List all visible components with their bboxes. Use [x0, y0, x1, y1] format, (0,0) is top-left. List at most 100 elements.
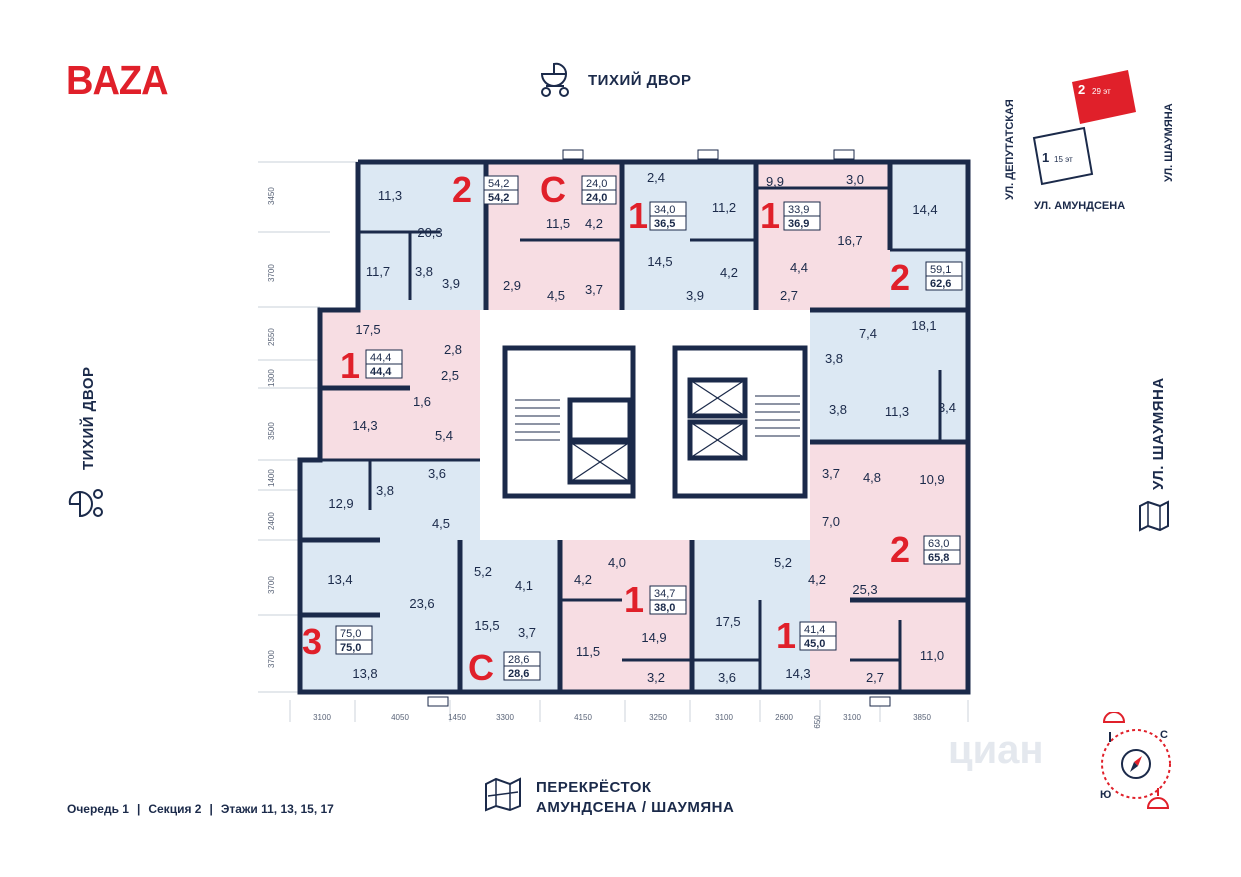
apartment-total-area: 36,9 [788, 218, 809, 230]
stroller-icon [68, 484, 104, 520]
map-icon [1138, 500, 1170, 532]
apartment-badges: 2 54,2 54,2 С 24,0 24,0 1 34,0 36,5 1 33… [302, 169, 963, 688]
dim-left: 1400 [267, 469, 276, 487]
dim-left: 3500 [267, 422, 276, 440]
room-area: 2,7 [866, 670, 884, 685]
room-area: 4,0 [608, 555, 626, 570]
lift-crosses [569, 379, 746, 483]
street-bottom-line2: АМУНДСЕНА / ШАУМЯНА [536, 799, 735, 816]
apartment-total-area: 45,0 [804, 638, 825, 650]
room-area: 15,5 [474, 618, 499, 633]
dim-left: 3700 [267, 650, 276, 668]
room-area: 4,5 [547, 288, 565, 303]
room-area: 18,1 [911, 318, 936, 333]
apartment-living-area: 63,0 [928, 538, 949, 550]
apartment-total-area: 38,0 [654, 602, 675, 614]
footer-section: Секция 2 [148, 802, 202, 816]
dimension-guides [258, 161, 969, 722]
apartment-rooms: 2 [890, 529, 910, 570]
apartment-total-area: 54,2 [488, 192, 509, 204]
stair-core [480, 310, 810, 540]
apartment-rooms: 1 [628, 195, 648, 236]
room-area: 3,0 [846, 172, 864, 187]
apartment-rooms: 2 [452, 169, 472, 210]
room-area: 3,4 [938, 400, 956, 415]
minimap-sec1-num: 1 [1042, 150, 1049, 165]
apartment-living-area: 59,1 [930, 264, 951, 276]
brand-logo: BAZA [66, 58, 169, 104]
apartment-rooms: 1 [760, 195, 780, 236]
room-area: 11,0 [920, 648, 944, 663]
room-area: 3,8 [415, 264, 433, 279]
minimap-street-amundsena: УЛ. АМУНДСЕНА [1034, 200, 1125, 212]
room-area: 14,9 [641, 630, 666, 645]
room-area: 12,9 [328, 496, 353, 511]
room-area: 11,2 [712, 200, 736, 215]
minimap-sec2-num: 2 [1078, 82, 1085, 97]
dim-left: 3450 [267, 187, 276, 205]
stairs [515, 395, 800, 441]
room-area: 2,7 [780, 288, 798, 303]
apartment-rooms: 2 [890, 257, 910, 298]
compass: С Ю [1090, 711, 1190, 822]
room-area: 25,3 [852, 582, 877, 597]
apartment-rooms: С [540, 169, 566, 210]
apartment-total-area: 75,0 [340, 642, 361, 654]
dimensions-bottom: 3100 4050 1450 3300 4150 3250 3100 2600 … [313, 713, 931, 729]
room-area: 3,2 [647, 670, 665, 685]
dim-left: 2550 [267, 328, 276, 346]
room-area: 23,6 [409, 596, 434, 611]
room-area: 9,9 [766, 174, 784, 189]
room-area: 3,8 [825, 351, 843, 366]
apartment-rooms: С [468, 647, 494, 688]
room-area: 7,0 [822, 514, 840, 529]
apartment-total-area: 65,8 [928, 552, 949, 564]
section-2-block [1072, 70, 1136, 124]
room-area: 4,8 [863, 470, 881, 485]
minimap-sec2-floors: 29 эт [1092, 87, 1111, 96]
apartment-total-area: 28,6 [508, 668, 529, 680]
apartment-living-area: 44,4 [370, 352, 391, 364]
room-area: 1,6 [413, 394, 431, 409]
room-area: 11,3 [885, 404, 909, 419]
apartment-living-area: 33,9 [788, 204, 809, 216]
site-minimap: 2 29 эт 1 15 эт УЛ. АМУНДСЕНА [1000, 52, 1190, 222]
room-area: 4,5 [432, 516, 450, 531]
room-area: 13,4 [327, 572, 352, 587]
room-area: 20,3 [417, 225, 442, 240]
apartment-rooms: 1 [624, 579, 644, 620]
apartment-total-area: 24,0 [586, 192, 607, 204]
room-area: 4,4 [790, 260, 808, 275]
room-area: 14,3 [352, 418, 377, 433]
room-area: 11,5 [546, 216, 570, 231]
footer-queue: Очередь 1 [67, 802, 129, 816]
room-area: 14,5 [647, 254, 672, 269]
dim-bottom: 3300 [496, 713, 514, 722]
room-area: 5,4 [435, 428, 453, 443]
dim-bottom: 3250 [649, 713, 667, 722]
room-area: 3,7 [518, 625, 536, 640]
inner-walls [300, 186, 968, 692]
dim-left: 2400 [267, 512, 276, 530]
room-area: 10,9 [919, 472, 944, 487]
room-area: 5,2 [474, 564, 492, 579]
room-area: 13,8 [352, 666, 377, 681]
room-area: 14,3 [785, 666, 810, 681]
apartment-rooms: 1 [776, 615, 796, 656]
room-area: 11,5 [576, 644, 600, 659]
room-area: 3,7 [585, 282, 603, 297]
street-top-label: ТИХИЙ ДВОР [588, 72, 692, 89]
apartment-living-area: 34,0 [654, 204, 675, 216]
apartment-living-area: 75,0 [340, 628, 361, 640]
room-area: 11,7 [366, 264, 390, 279]
room-area: 3,9 [686, 288, 704, 303]
room-area: 3,8 [376, 483, 394, 498]
apartment-living-area: 24,0 [586, 178, 607, 190]
dim-bottom: 3100 [715, 713, 733, 722]
room-area: 16,7 [837, 233, 862, 248]
dim-bottom: 1450 [448, 713, 466, 722]
room-area: 2,9 [503, 278, 521, 293]
apartment-rooms: 3 [302, 621, 322, 662]
room-areas: 11,3 20,3 11,7 3,8 3,9 2,9 11,5 4,2 4,5 … [327, 170, 956, 685]
